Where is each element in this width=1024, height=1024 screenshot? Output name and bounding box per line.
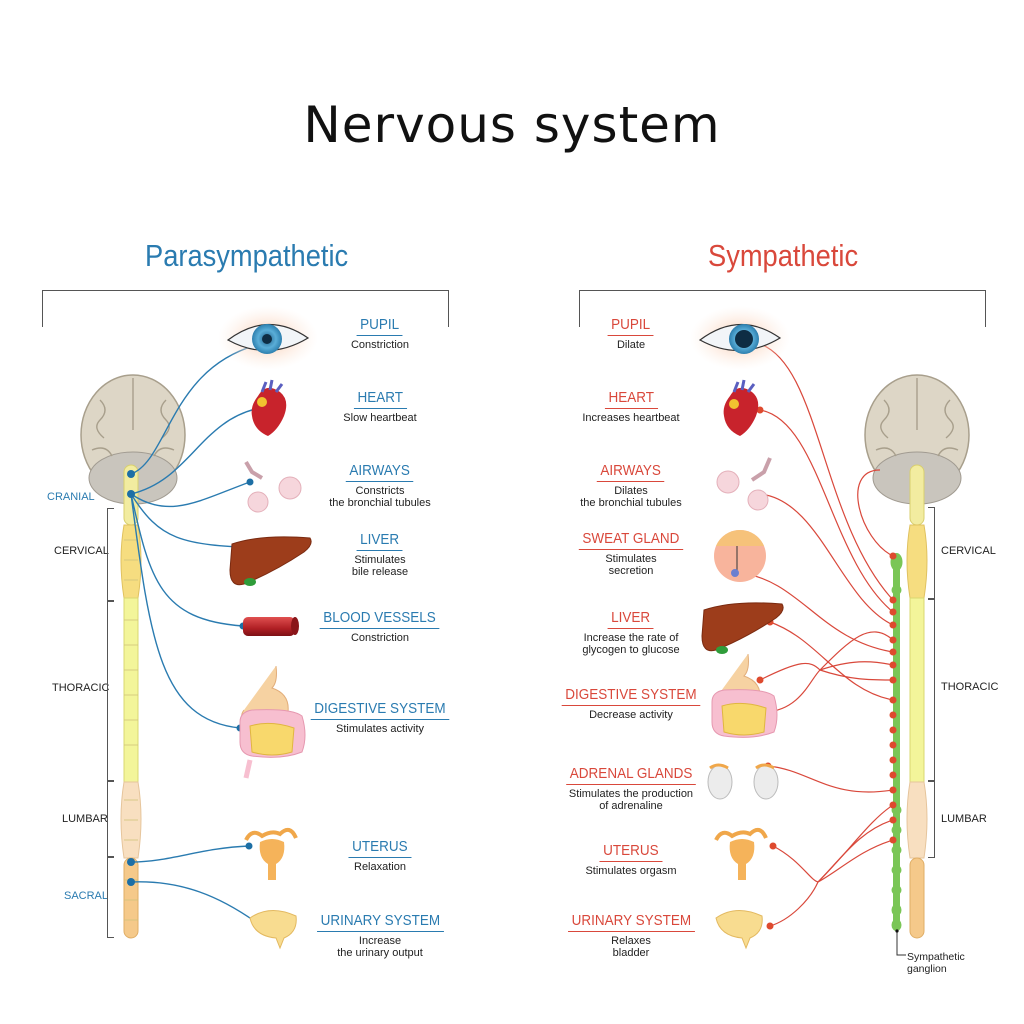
bracket-lumbar [107, 780, 114, 858]
lungs-icon [244, 460, 302, 513]
organ-name: HEART [353, 389, 407, 409]
organ-name: DIGESTIVE SYSTEM [561, 686, 701, 706]
organ-effect: Slow heartbeat [343, 412, 417, 424]
uterus-icon [714, 827, 768, 880]
bracket-lumbar [928, 780, 935, 858]
blood-vessel-icon [243, 617, 299, 636]
organ-name: BLOOD VESSELS [320, 609, 440, 629]
organ-name: DIGESTIVE SYSTEM [310, 700, 450, 720]
organ-effect: Relaxation [354, 861, 406, 873]
organ-effect: Dilate [616, 339, 646, 351]
organ-name: URINARY SYSTEM [316, 912, 444, 932]
parasympathetic-heading: Parasympathetic [145, 238, 349, 273]
organ-effect: Stimulates bile release [351, 554, 409, 578]
lungs-icon [716, 457, 772, 511]
organ-name: HEART [604, 389, 658, 409]
para-organ-heart: HEART Slow heartbeat [300, 389, 460, 424]
liver-icon [229, 536, 312, 586]
organ-name: LIVER [356, 531, 404, 551]
heart-icon [723, 379, 759, 436]
eye-icon [690, 306, 790, 370]
bracket-sacral [107, 856, 114, 938]
region-sacral: SACRAL [64, 890, 109, 902]
organ-effect: Increase the rate of glycogen to glucose [582, 632, 680, 656]
organ-name: ADRENAL GLANDS [566, 765, 696, 785]
organ-name: AIRWAYS [597, 462, 665, 482]
para-organ-uterus: UTERUS Relaxation [300, 838, 460, 873]
organ-effect: Stimulates activity [335, 723, 425, 735]
organ-name: UTERUS [348, 838, 412, 858]
para-organ-blood-vessels: BLOOD VESSELS Constriction [300, 609, 460, 644]
organ-effect: Stimulates orgasm [585, 865, 677, 877]
bladder-icon [249, 910, 297, 950]
symp-organ-airways: AIRWAYS Dilates the bronchial tubules [551, 462, 711, 509]
organ-name: PUPIL [607, 316, 655, 336]
para-organ-digestive-system: DIGESTIVE SYSTEM Stimulates activity [300, 700, 460, 735]
bracket-cervical [928, 507, 935, 600]
organ-effect: Increases heartbeat [582, 412, 680, 424]
sympathetic-ganglion-label: Sympathetic ganglion [907, 951, 965, 975]
organ-effect: Constriction [350, 339, 410, 351]
digestive-system-icon [239, 665, 306, 779]
sweat-gland-icon [714, 529, 766, 582]
spinal-cord-icon [906, 464, 928, 939]
para-organ-urinary-system: URINARY SYSTEM Increase the urinary outp… [300, 912, 460, 959]
sympathetic-nerves [739, 342, 894, 927]
symp-organ-heart: HEART Increases heartbeat [551, 389, 711, 424]
organ-name: AIRWAYS [346, 462, 414, 482]
adrenal-glands-icon [707, 763, 779, 800]
organ-effect: Stimulates the production of adrenaline [568, 788, 694, 812]
organ-name: LIVER [607, 609, 655, 629]
para-organ-pupil: PUPIL Constriction [300, 316, 460, 351]
organ-name: URINARY SYSTEM [567, 912, 695, 932]
region-lumbar: LUMBAR [62, 813, 108, 825]
symp-organ-pupil: PUPIL Dilate [551, 316, 711, 351]
organ-effect: Relaxes bladder [611, 935, 651, 959]
organ-effect: Increase the urinary output [337, 935, 423, 959]
parasympathetic-bracket [42, 290, 449, 327]
organ-effect: Stimulates secretion [605, 553, 657, 577]
para-organ-airways: AIRWAYS Constricts the bronchial tubules [300, 462, 460, 509]
uterus-icon [244, 827, 298, 880]
digestive-system-icon [711, 653, 778, 738]
liver-icon [701, 602, 784, 654]
eye-icon [218, 306, 318, 370]
bracket-thoracic [107, 600, 114, 782]
symp-organ-urinary-system: URINARY SYSTEM Relaxes bladder [551, 912, 711, 959]
region-cervical: CERVICAL [941, 545, 996, 557]
symp-organ-sweat-gland: SWEAT GLAND Stimulates secretion [551, 530, 711, 577]
region-cervical: CERVICAL [54, 545, 109, 557]
organ-effect: Decrease activity [589, 709, 673, 721]
organ-effect: Constriction [350, 632, 410, 644]
sympathetic-bracket [579, 290, 986, 327]
heart-icon [251, 379, 287, 436]
region-cranial: CRANIAL [47, 491, 95, 503]
symp-organ-uterus: UTERUS Stimulates orgasm [551, 842, 711, 877]
sympathetic-heading: Sympathetic [708, 238, 859, 273]
organ-name: PUPIL [356, 316, 404, 336]
bracket-cervical [107, 508, 114, 602]
spinal-cord-icon [120, 464, 142, 939]
symp-organ-liver: LIVER Increase the rate of glycogen to g… [551, 609, 711, 656]
region-lumbar: LUMBAR [941, 813, 987, 825]
symp-organ-adrenal-glands: ADRENAL GLANDS Stimulates the production… [551, 765, 711, 812]
organ-effect: Constricts the bronchial tubules [329, 485, 431, 509]
bracket-thoracic [928, 598, 935, 782]
region-thoracic: THORACIC [52, 682, 110, 694]
bladder-icon [715, 910, 763, 950]
para-organ-liver: LIVER Stimulates bile release [300, 531, 460, 578]
organ-name: UTERUS [599, 842, 663, 862]
organ-effect: Dilates the bronchial tubules [580, 485, 682, 509]
sympathetic-nerve-dots [736, 339, 897, 930]
diagram-title: Nervous system [303, 96, 721, 154]
organ-name: SWEAT GLAND [578, 530, 684, 550]
region-thoracic: THORACIC [941, 681, 999, 693]
symp-organ-digestive-system: DIGESTIVE SYSTEM Decrease activity [551, 686, 711, 721]
